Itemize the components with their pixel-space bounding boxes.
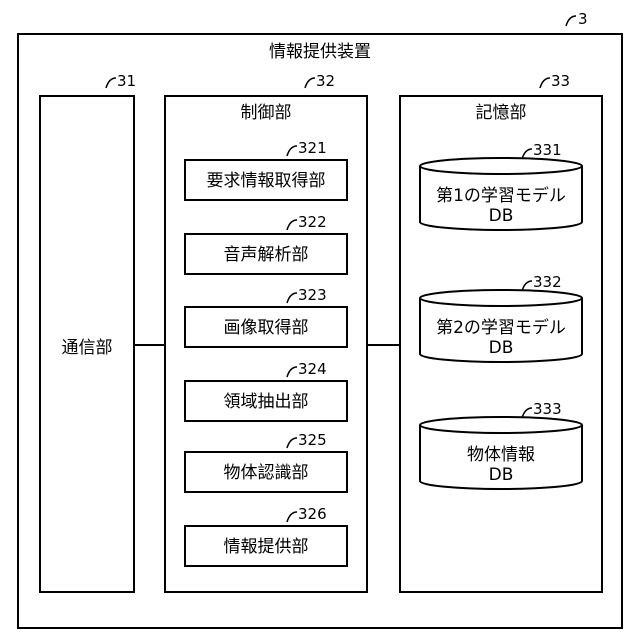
- unit-325-label: 物体認識部: [224, 463, 309, 483]
- unit-323-label: 画像取得部: [224, 318, 309, 338]
- db-331-line1: 第1の学習モデル: [436, 185, 566, 206]
- unit-326-ref: 326: [298, 505, 327, 523]
- db-333-top: [420, 417, 582, 433]
- unit-322-label: 音声解析部: [224, 245, 309, 265]
- db-332-ref: 332: [533, 273, 562, 291]
- device-ref: 3: [578, 10, 588, 28]
- db-331-ref: 331: [533, 141, 562, 159]
- db-332-line1: 第2の学習モデル: [436, 317, 566, 338]
- unit-326-label: 情報提供部: [224, 537, 309, 557]
- unit-321-label: 要求情報取得部: [207, 171, 326, 191]
- db-333-line1: 物体情報: [467, 445, 535, 465]
- communication-ref: 31: [117, 72, 136, 90]
- db-333-line2: DB: [489, 465, 514, 485]
- control-title: 制御部: [241, 103, 292, 123]
- unit-324-ref: 324: [298, 360, 327, 378]
- unit-323-ref: 323: [298, 286, 327, 304]
- control-ref: 32: [316, 72, 335, 90]
- storage-ref: 33: [551, 72, 570, 90]
- db-332-top: [420, 290, 582, 306]
- device-ref-leader: [566, 16, 576, 26]
- communication-label: 通信部: [62, 338, 113, 358]
- unit-321-ref: 321: [298, 139, 327, 157]
- unit-324-label: 領域抽出部: [224, 392, 309, 412]
- db-331-line2: DB: [489, 206, 514, 226]
- unit-325-ref: 325: [298, 431, 327, 449]
- db-332-line2: DB: [489, 338, 514, 358]
- device-title: 情報提供装置: [269, 42, 371, 62]
- db-333-ref: 333: [533, 400, 562, 418]
- unit-322-ref: 322: [298, 213, 327, 231]
- storage-title: 記憶部: [476, 103, 527, 123]
- db-331-top: [420, 158, 582, 174]
